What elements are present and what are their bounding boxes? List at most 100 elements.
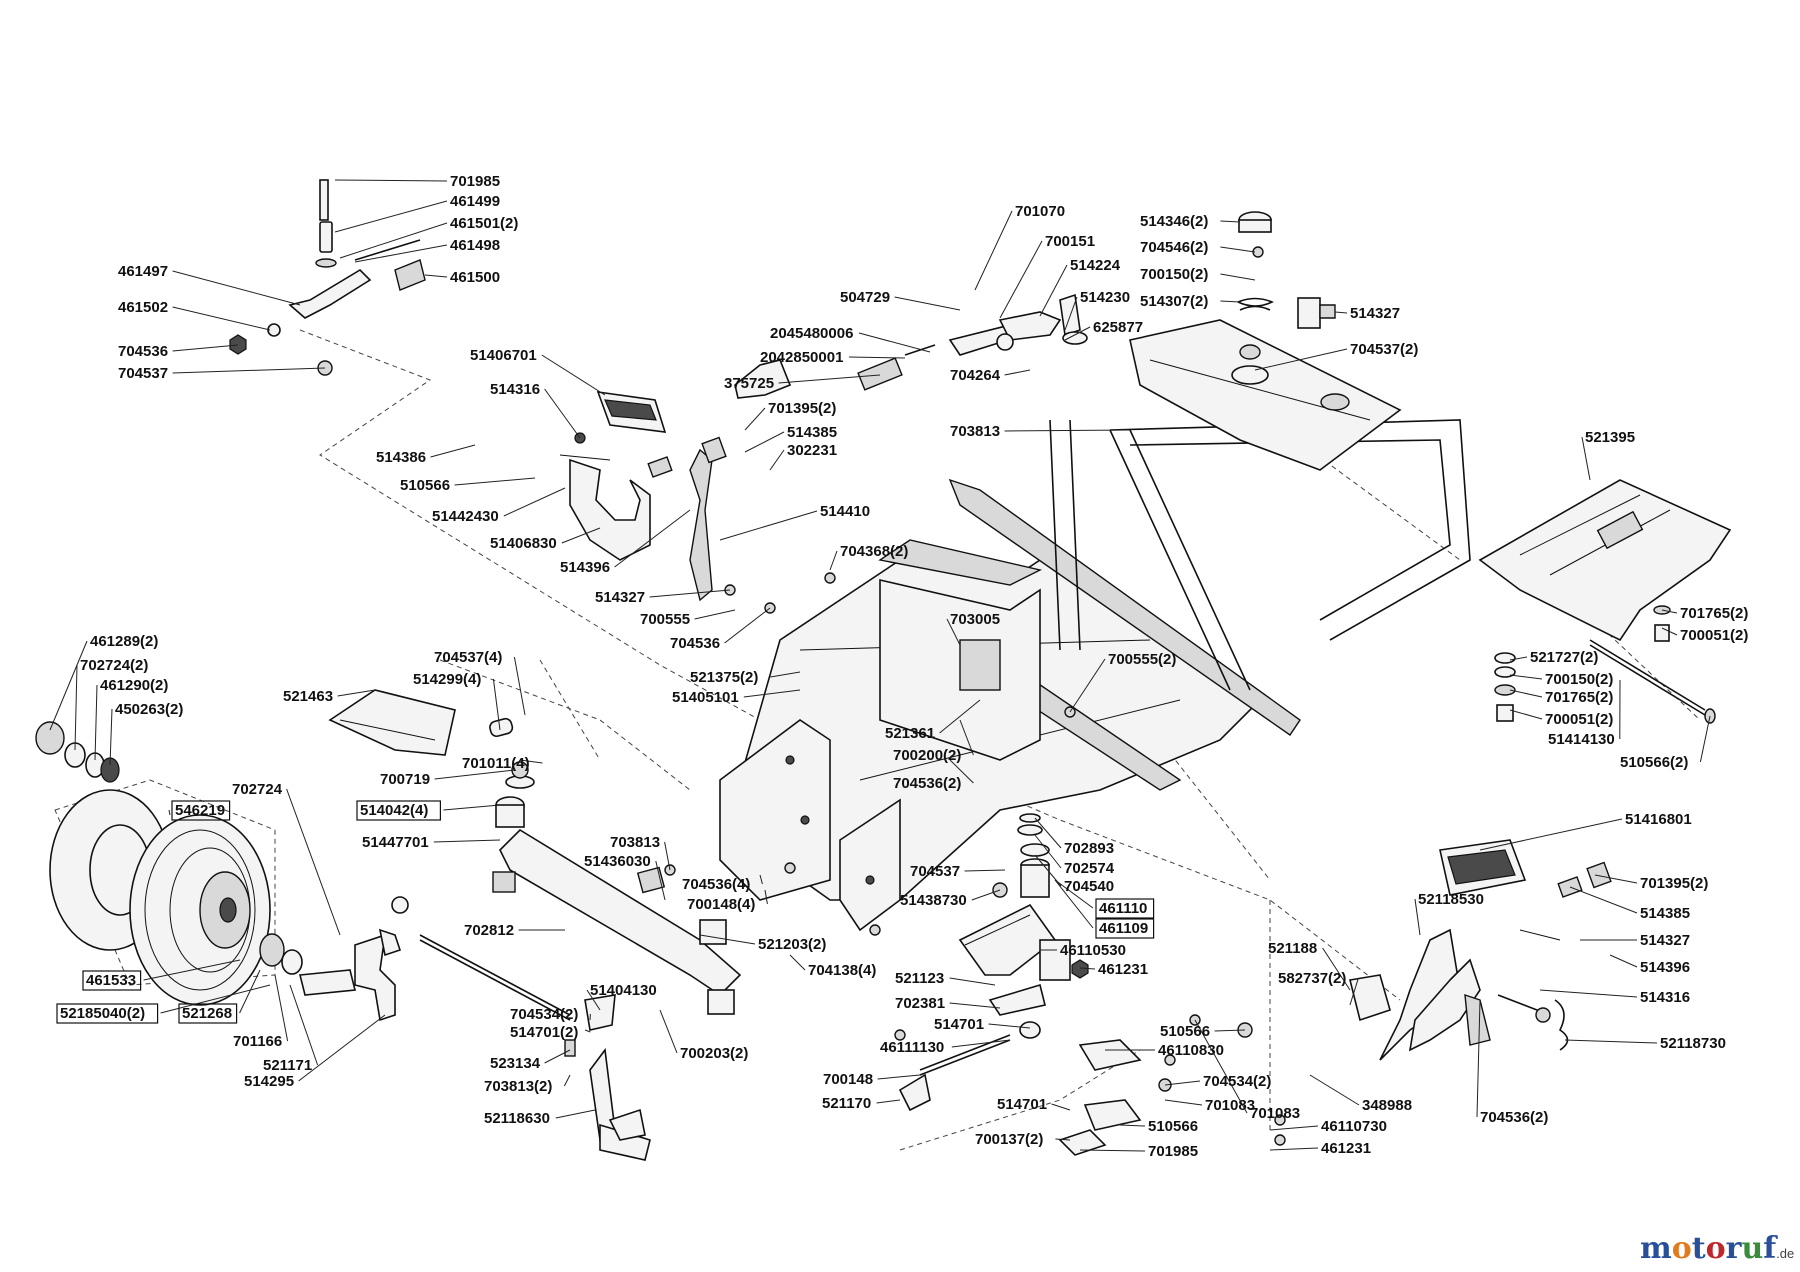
leader-line [454,477,536,486]
leader-line [289,984,319,1066]
part-label: 700150(2) [1545,671,1613,688]
leader-line [1164,1080,1201,1086]
leader-line [239,969,261,1014]
part-label: 704536(2) [1480,1109,1548,1126]
part-label: 46110530 [1060,942,1126,959]
part-label: 521463 [283,688,333,705]
part-label: 704537 [910,863,960,880]
leader-line [286,788,341,936]
right-pedal-assembly [1349,839,1612,1061]
leader-line [1414,898,1421,936]
part-label: 702893 [1064,840,1114,857]
leader-line [959,719,974,756]
leader-line [561,527,601,544]
part-label: 701083 [1205,1097,1255,1114]
part-label: 703813(2) [484,1078,552,1095]
leader-line [1509,709,1543,720]
part-label: 703813 [950,423,1000,440]
leader-line [1509,689,1543,698]
part-label: 51406701 [470,347,537,364]
leader-line [1509,674,1543,680]
part-label: 348988 [1362,1097,1412,1114]
part-label: 700137(2) [975,1131,1043,1148]
part-label-box [178,1003,238,1024]
part-label-box [82,970,142,991]
part-label: 700200(2) [893,747,961,764]
leader-line [1509,656,1528,661]
leader-line [743,689,801,698]
part-label: 514385 [1640,905,1690,922]
part-label: 704534(2) [1203,1073,1271,1090]
part-label: 461500 [450,269,500,286]
part-label: 704537(4) [434,649,502,666]
leader-line [354,244,448,263]
leader-line [949,759,974,784]
leader-line [974,210,1013,291]
part-label: 700150(2) [1140,266,1208,283]
leader-line [337,689,376,697]
leader-line [1349,977,1359,1006]
part-label: 625877 [1093,319,1143,336]
part-label: 521188 [1268,940,1317,957]
leader-line [1661,609,1678,614]
leader-line [1064,326,1091,341]
part-label: 700555(2) [1108,651,1176,668]
leader-line [555,1109,596,1119]
leader-line [1034,817,1062,849]
leader-line [1004,429,1131,432]
part-label: 521203(2) [758,936,826,953]
part-label: 504729 [840,289,890,306]
part-label: 51442430 [432,508,499,525]
leader-line [1322,947,1351,991]
part-label: 51404130 [590,982,657,999]
part-label: 703005 [950,611,1000,628]
leader-line [172,367,326,374]
leader-lines [49,179,1711,1152]
leader-line [659,1009,678,1054]
leader-line [334,200,448,233]
leader-line [541,354,606,396]
part-label: 461499 [450,193,500,210]
leader-line [1055,1138,1071,1141]
leader-line [49,640,88,731]
part-label: 514386 [376,449,426,466]
part-label: 514224 [1070,257,1121,274]
assembly-guides [54,329,1701,1151]
leader-line [1269,1147,1319,1151]
part-label: 704368(2) [840,543,908,560]
part-label: 510566 [1148,1118,1198,1135]
leader-line [778,374,881,384]
leader-line [1334,311,1348,314]
part-label: 51406830 [490,535,557,552]
leader-line [339,222,448,259]
part-label: 546219 [175,802,225,819]
leader-line [94,684,98,761]
leader-line [744,407,766,431]
leader-line [848,356,906,359]
leader-line [434,769,516,780]
leader-line [492,678,501,731]
part-label: 51416801 [1625,811,1692,828]
part-label: 521727(2) [1530,649,1598,666]
part-label-box [171,800,231,821]
part-label: 514396 [1640,959,1690,976]
part-label: 701011(4) [462,755,530,772]
part-label: 52118530 [1418,891,1484,908]
part-label: 514346(2) [1140,213,1208,230]
part-label: 514299(4) [413,671,481,688]
part-label: 704540 [1064,878,1114,895]
leader-line [168,809,171,816]
part-label: 700051(2) [1545,711,1613,728]
leader-line [614,509,691,568]
part-label: 704546(2) [1140,239,1208,256]
part-label: 514701 [934,1016,984,1033]
leader-line [649,589,731,598]
leader-line [1079,967,1096,970]
tank-fittings [1231,211,1336,385]
leader-line [1054,879,1094,909]
leader-line [1476,999,1481,1118]
part-label: 701395(2) [768,400,836,417]
part-label: 704537 [118,365,168,382]
leader-line [274,974,289,1042]
